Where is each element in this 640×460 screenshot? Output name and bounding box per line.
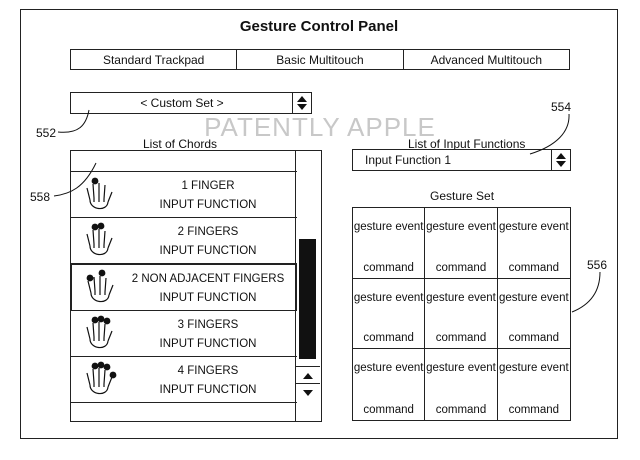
- gesture-cell[interactable]: gesture event command: [498, 349, 570, 420]
- gesture-event-label: gesture event: [353, 221, 424, 233]
- hand-two-fingers-icon: [86, 222, 113, 256]
- function-dropdown-value: Input Function 1: [365, 153, 452, 167]
- gesture-set-grid: gesture event command gesture event comman…: [352, 207, 571, 421]
- chord-function: INPUT FUNCTION: [159, 292, 257, 304]
- gesture-event-label: gesture event: [353, 291, 424, 304]
- command-label: command: [363, 332, 414, 345]
- set-dropdown-stepper[interactable]: [292, 93, 311, 113]
- arrow-up-icon: [303, 372, 313, 379]
- command-label: command: [363, 261, 414, 274]
- chord-row-2-fingers[interactable]: 2 FINGERS INPUT FUNCTION: [71, 218, 297, 264]
- arrow-down-icon: [556, 161, 566, 167]
- gesture-cell[interactable]: gesture event command: [425, 208, 498, 279]
- ref-number-552: 552: [36, 126, 57, 140]
- gesture-cell[interactable]: gesture event command: [497, 279, 570, 350]
- ref-number-558: 558: [30, 190, 51, 204]
- command-label: command: [508, 403, 560, 416]
- set-dropdown[interactable]: < Custom Set >: [70, 92, 312, 114]
- gesture-cell[interactable]: gesture event command: [353, 349, 426, 420]
- function-dropdown-stepper[interactable]: [551, 150, 570, 170]
- chord-function: INPUT FUNCTION: [159, 199, 257, 211]
- chord-row-3-fingers[interactable]: 3 FINGERS INPUT FUNCTION: [71, 311, 297, 357]
- panel-frame: [20, 9, 618, 439]
- arrow-down-icon: [303, 389, 313, 396]
- command-label: command: [435, 261, 487, 274]
- chord-title: 4 FINGERS: [177, 365, 239, 377]
- chords-label: List of Chords: [143, 137, 218, 151]
- chord-row-4-fingers[interactable]: 4 FINGERS INPUT FUNCTION: [71, 357, 297, 403]
- command-label: command: [435, 332, 487, 345]
- ref-number-556: 556: [587, 258, 608, 272]
- gesture-event-label: gesture event: [426, 221, 496, 233]
- command-label: command: [508, 332, 560, 345]
- scroll-down-button[interactable]: [296, 383, 320, 401]
- chord-function: INPUT FUNCTION: [159, 245, 257, 257]
- chord-title: 2 NON ADJACENT FINGERS: [131, 273, 285, 285]
- gesture-event-label: gesture event: [498, 362, 569, 375]
- chord-list-scrollbar[interactable]: [295, 151, 321, 421]
- input-functions-label: List of Input Functions: [408, 137, 526, 151]
- set-dropdown-value: < Custom Set >: [140, 96, 224, 110]
- arrow-down-icon: [297, 104, 307, 110]
- command-label: command: [508, 261, 560, 274]
- ref-number-554: 554: [551, 100, 572, 114]
- chord-function: INPUT FUNCTION: [159, 384, 257, 396]
- tab-bar: Standard Trackpad Basic Multitouch Advan…: [70, 49, 570, 70]
- hand-four-fingers-icon: [86, 361, 117, 395]
- tab-advanced-multitouch[interactable]: Advanced Multitouch: [430, 52, 543, 67]
- chord-title: 1 FINGER: [181, 180, 235, 192]
- function-dropdown[interactable]: Input Function 1: [352, 149, 571, 171]
- gesture-event-label: gesture event: [426, 362, 496, 375]
- gesture-event-label: gesture event: [498, 221, 569, 233]
- gesture-cell[interactable]: gesture event command: [497, 208, 570, 279]
- gesture-event-label: gesture event: [353, 362, 424, 375]
- chord-list[interactable]: 1 FINGER INPUT FUNCTION 2 FINGERS INPUT …: [70, 150, 322, 422]
- arrow-up-icon: [556, 153, 566, 159]
- gesture-cell[interactable]: gesture event command: [353, 208, 426, 279]
- chord-title: 3 FINGERS: [177, 319, 239, 331]
- hand-two-non-adjacent-fingers-icon: [86, 269, 114, 303]
- hand-one-finger-icon: [86, 177, 113, 210]
- gesture-event-label: gesture event: [426, 291, 496, 304]
- gesture-cell[interactable]: gesture event command: [425, 278, 498, 350]
- chord-list-empty-row[interactable]: [71, 151, 297, 172]
- tab-standard-trackpad[interactable]: Standard Trackpad: [71, 50, 238, 69]
- chord-row-2-non-adjacent-fingers[interactable]: 2 NON ADJACENT FINGERS INPUT FUNCTION: [71, 264, 297, 311]
- watermark: PATENTLY APPLE: [204, 112, 436, 142]
- panel-title: Gesture Control Panel: [239, 18, 399, 35]
- chord-function: INPUT FUNCTION: [159, 338, 257, 350]
- gesture-cell[interactable]: gesture event command: [425, 349, 498, 420]
- arrow-up-icon: [297, 96, 307, 102]
- tab-basic-multitouch[interactable]: Basic Multitouch: [237, 50, 404, 69]
- chord-row-1-finger[interactable]: 1 FINGER INPUT FUNCTION: [71, 172, 297, 218]
- scrollbar-thumb[interactable]: [299, 239, 316, 359]
- chord-title: 2 FINGERS: [177, 226, 239, 238]
- hand-three-fingers-icon: [86, 315, 113, 349]
- command-label: command: [363, 403, 414, 416]
- gesture-cell[interactable]: gesture event command: [353, 278, 426, 350]
- command-label: command: [435, 403, 487, 416]
- scroll-up-button[interactable]: [296, 366, 320, 384]
- gesture-event-label: gesture event: [498, 291, 569, 304]
- gesture-set-label: Gesture Set: [430, 189, 495, 203]
